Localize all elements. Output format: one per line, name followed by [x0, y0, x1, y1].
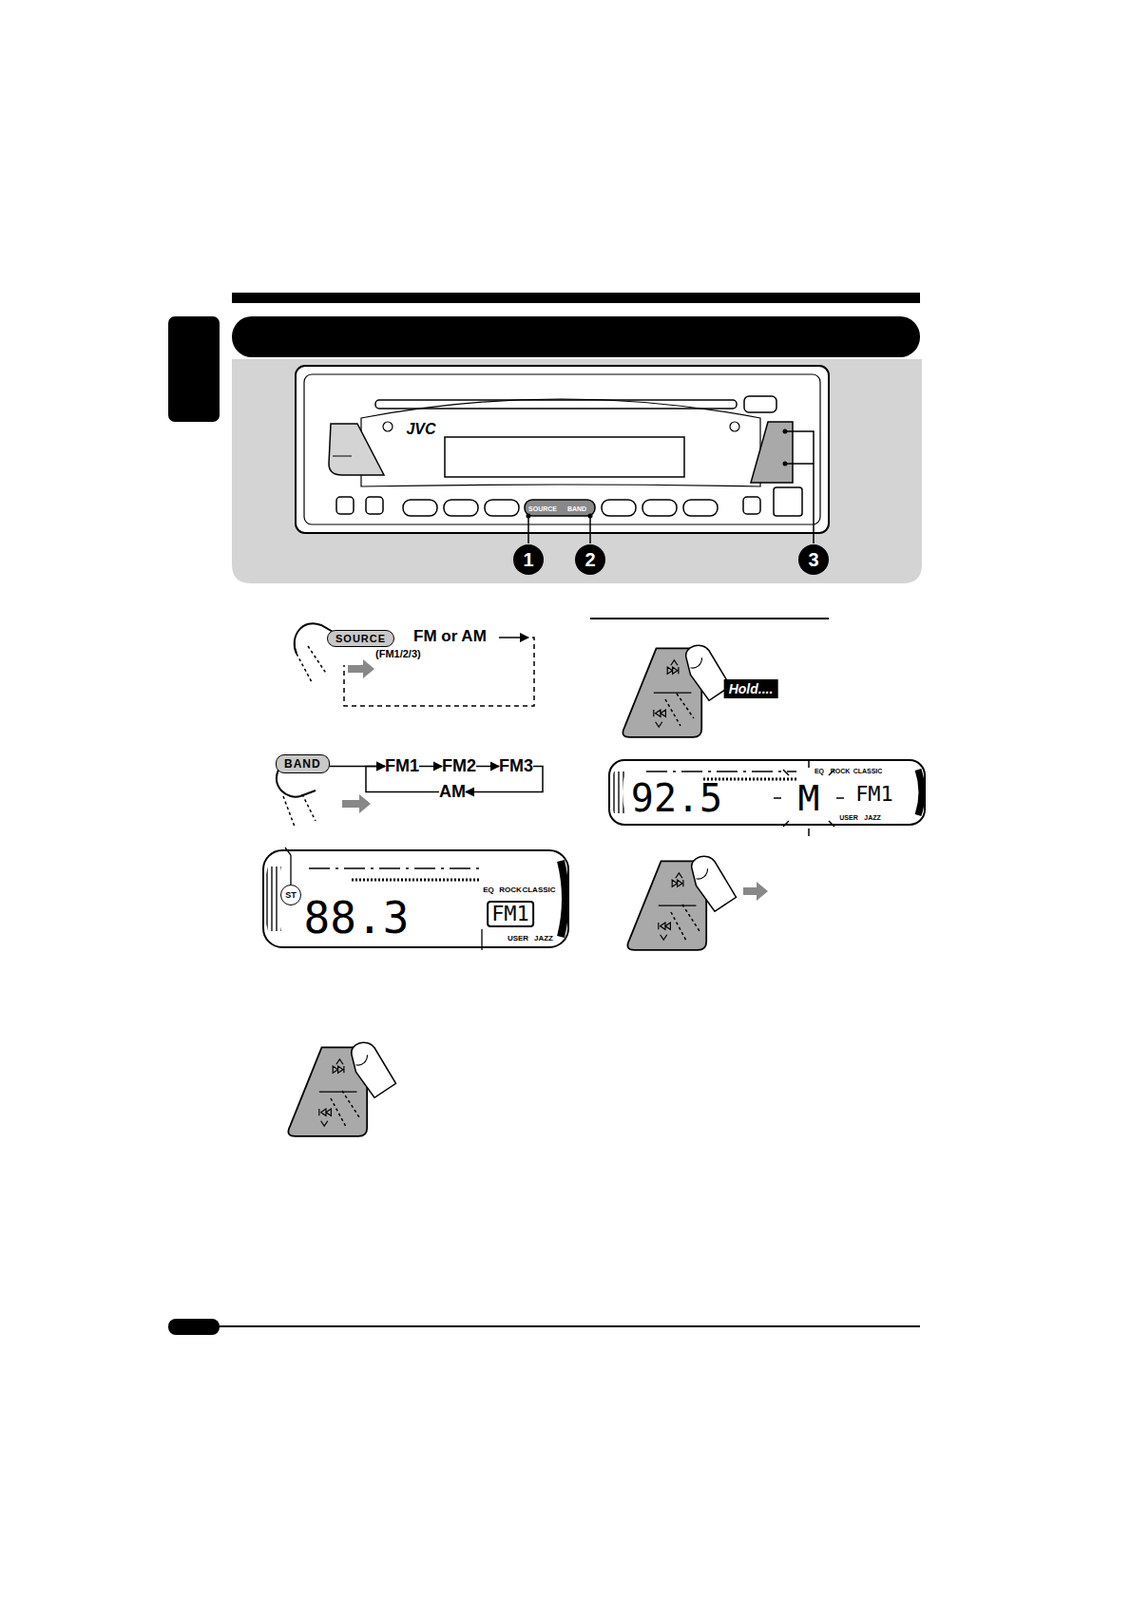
band-item: FM2: [441, 756, 477, 777]
callout-number: 1: [513, 544, 544, 576]
display-tag: USER: [507, 935, 529, 943]
band-button: BAND: [275, 754, 330, 774]
callout-number: 2: [575, 544, 606, 576]
band-item: FM3: [498, 756, 534, 777]
callout-number: 3: [798, 544, 829, 576]
display-tag: JAZZ: [534, 935, 554, 943]
node-subtext: (FM1/2/3): [375, 648, 487, 660]
display-tag: EQ: [814, 767, 825, 775]
node-text: BAND: [284, 757, 322, 771]
band-item: AM: [439, 782, 466, 803]
button-label: SOURCE: [528, 505, 557, 513]
frequency-readout: 88.3: [304, 896, 410, 940]
brand-logo: JVC: [405, 421, 436, 438]
display-tag: USER: [839, 814, 858, 822]
button-label: BAND: [567, 505, 587, 513]
band-indicator: FM1: [855, 784, 894, 806]
display-tag: ROCK: [498, 886, 522, 895]
node-text: SOURCE: [335, 632, 386, 645]
cycle-arrow: [476, 766, 499, 768]
frequency-readout: 92.5: [631, 779, 723, 818]
node-text: AM: [439, 782, 466, 803]
node-text: FM3: [498, 756, 534, 777]
node-text: FM2: [441, 756, 477, 777]
node-text: FM or AM: [413, 627, 487, 647]
source-result: FM or AM(FM1/2/3): [375, 627, 487, 660]
hold-tag: Hold....: [724, 679, 779, 699]
cycle-arrow: [419, 766, 442, 768]
display-tag: EQ: [482, 886, 495, 895]
display-tag: CLASSIC: [853, 767, 883, 775]
node-text: FM1: [384, 756, 420, 777]
display-tag: ROCK: [830, 767, 851, 775]
source-button: SOURCE: [326, 630, 395, 648]
band-indicator: FM1: [486, 900, 535, 928]
display-tag: JAZZ: [863, 814, 882, 822]
band-item: FM1: [384, 756, 420, 777]
display-tag: CLASSIC: [521, 886, 556, 895]
memory-indicator: M: [798, 780, 821, 817]
stereo-indicator: ST: [280, 884, 302, 906]
